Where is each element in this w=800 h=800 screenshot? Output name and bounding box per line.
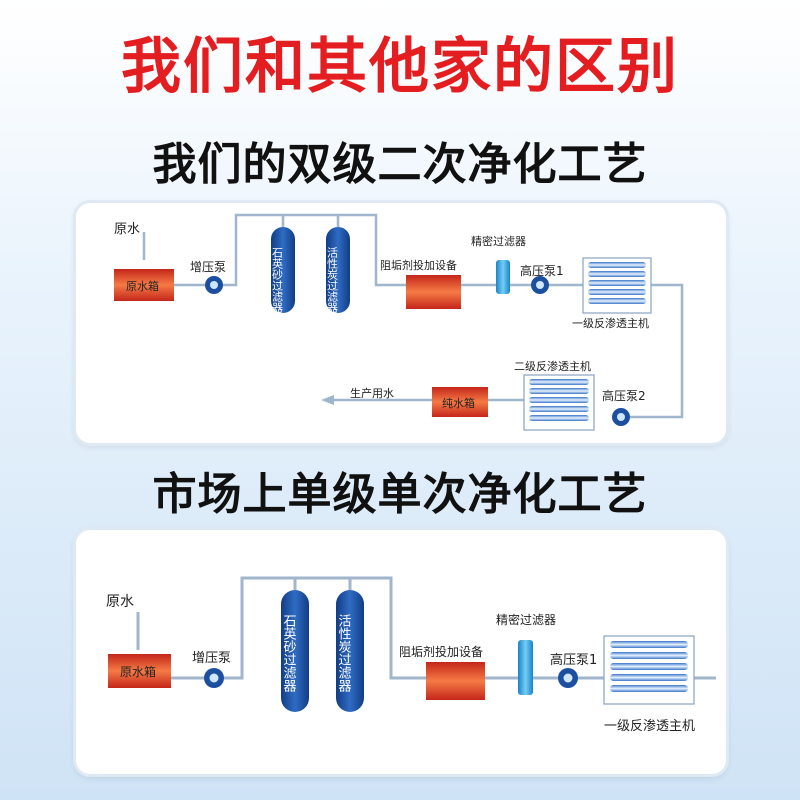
activated-carbon-filter-label: 活性炭过滤器 <box>326 247 339 314</box>
dosing-label: 阻垢剂投加设备 <box>399 644 483 659</box>
production-water-label: 生产用水 <box>350 386 394 400</box>
pipes <box>136 576 716 680</box>
activated-carbon-filter <box>326 227 350 313</box>
precision-filter <box>518 640 533 695</box>
first-stage-ro-unit <box>582 257 652 314</box>
raw-water-label: 原水 <box>106 594 134 610</box>
section1-heading: 我们的双级二次净化工艺 <box>152 139 648 190</box>
hp-pump1-label: 高压泵1 <box>550 652 597 668</box>
section2-heading: 市场上单级单次净化工艺 <box>152 469 648 520</box>
two-stage-process-diagram: 原水 原水箱 增压泵 石英砂过滤器 活性炭过滤器 阻垢剂投加设备 精密过滤器 高… <box>76 203 726 443</box>
single-stage-process-diagram: 原水 原水箱 增压泵 石英砂过滤器 活性炭过滤器 阻垢剂投加设备 精密过滤器 高… <box>76 530 726 774</box>
precision-filter-label: 精密过滤器 <box>496 612 556 627</box>
page-title: 我们和其他家的区别 <box>121 32 679 102</box>
pure-water-tank <box>432 387 488 417</box>
precision-filter-label: 精密过滤器 <box>471 234 526 248</box>
precision-filter <box>496 260 510 294</box>
activated-carbon-filter-label: 活性炭过滤器 <box>336 614 352 693</box>
raw-water-tank <box>108 654 171 688</box>
quartz-sand-filter-label: 石英砂过滤器 <box>281 614 297 693</box>
quartz-sand-filter <box>281 590 309 712</box>
raw-water-tank-label: 原水箱 <box>126 279 159 293</box>
hp-pump1-label: 高压泵1 <box>520 263 564 278</box>
booster-pump-label: 增压泵 <box>190 260 226 274</box>
raw-water-tank <box>114 269 174 301</box>
pure-water-tank-label: 纯水箱 <box>442 396 475 410</box>
ro1-label: 一级反渗透主机 <box>604 719 695 734</box>
flow-arrowhead <box>321 395 334 405</box>
quartz-sand-filter <box>271 227 295 313</box>
ro2-label: 二级反渗透主机 <box>514 359 591 373</box>
hp-pump2-label: 高压泵2 <box>602 388 646 403</box>
second-stage-ro-unit <box>523 374 595 431</box>
quartz-sand-filter-label: 石英砂过滤器 <box>271 247 284 314</box>
scale-inhibitor-dosing-unit <box>426 662 485 700</box>
activated-carbon-filter <box>336 590 364 712</box>
raw-water-tank-label: 原水箱 <box>120 664 156 679</box>
raw-water-label: 原水 <box>114 222 140 237</box>
booster-pump-label: 增压泵 <box>192 651 231 666</box>
scale-inhibitor-dosing-unit <box>406 275 461 309</box>
ro1-label: 一级反渗透主机 <box>572 316 649 330</box>
pipes <box>142 213 684 419</box>
dosing-label: 阻垢剂投加设备 <box>380 258 457 272</box>
first-stage-ro-unit <box>603 635 695 705</box>
